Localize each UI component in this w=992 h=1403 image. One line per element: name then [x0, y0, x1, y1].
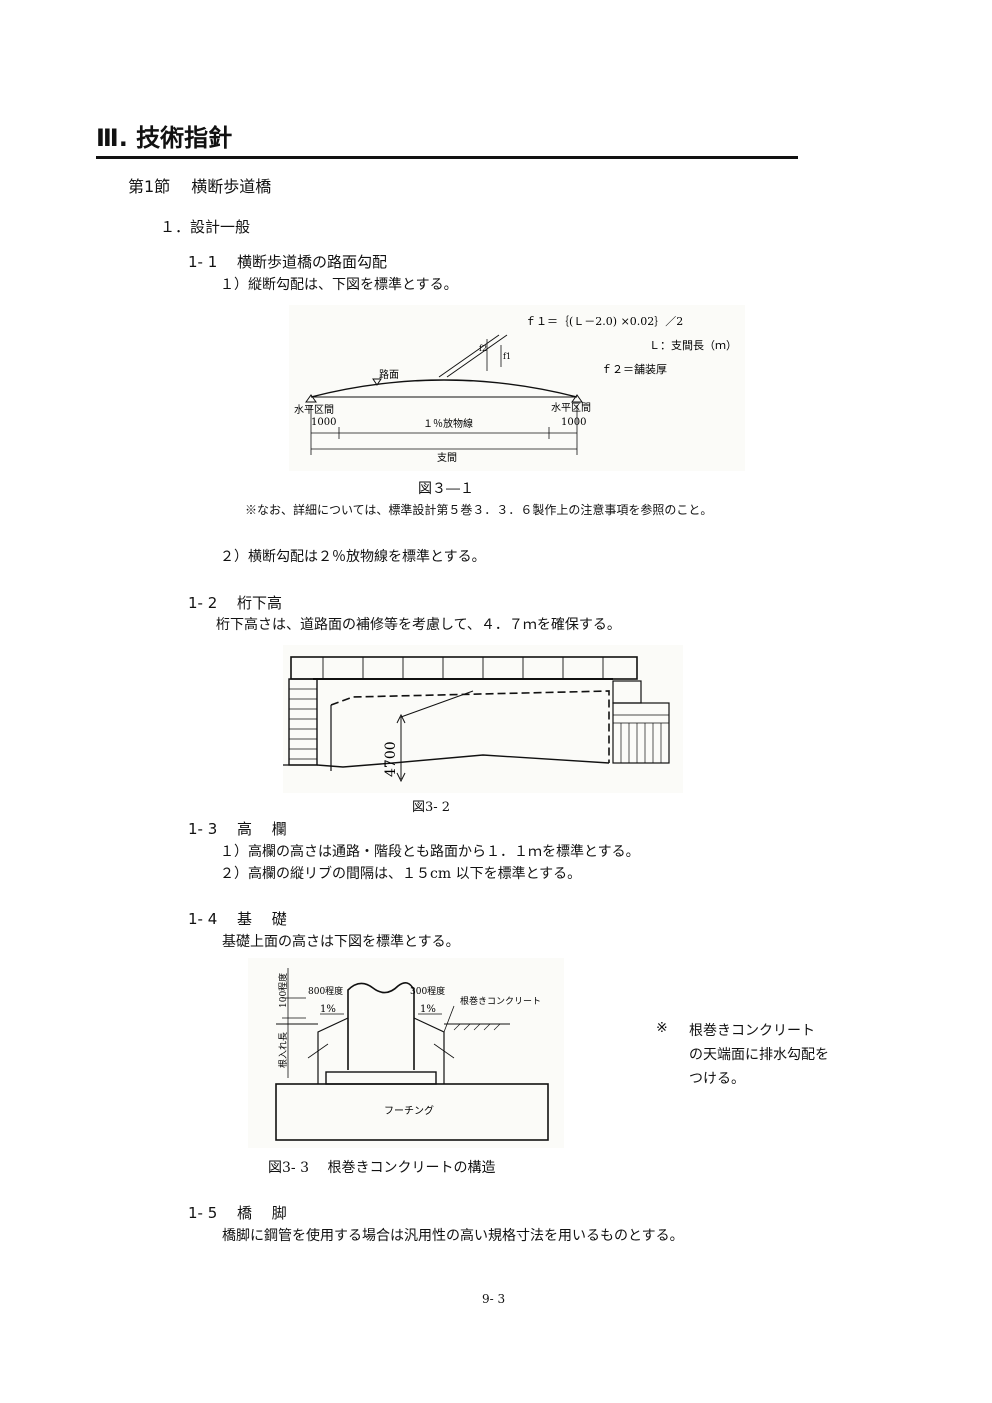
text-1-4: 基礎上面の高さは下図を標準とする。	[222, 934, 460, 950]
note-line-1: 根巻きコンクリート	[689, 1023, 815, 1039]
figure-3-1-drawing: 路面 水平区間 水平区間 1000 1000 １％放物線 支間 f2 f1 ｆ１…	[294, 315, 737, 464]
slope-left: 1%	[320, 1004, 336, 1015]
heading-1-5: 1- 5 橋 脚	[188, 1204, 287, 1222]
note-mark: ※	[656, 1020, 668, 1036]
subsection-heading: １．設計一般	[160, 218, 251, 236]
left-dim-label: 1000	[311, 417, 336, 428]
text-1-2: 桁下高さは、道路面の補修等を考慮して、４．７ｍを確保する。	[216, 617, 621, 633]
heading-1-4: 1- 4 基 礎	[188, 910, 287, 928]
text-1-1-item2: ２）横断勾配は２％放物線を標準とする。	[220, 549, 486, 565]
left-level-label: 水平区間	[294, 404, 334, 416]
f2-mark: f2	[479, 344, 487, 353]
right-level-label: 水平区間	[551, 402, 591, 414]
L-definition: Ｌ：支間長（ｍ）	[649, 339, 737, 352]
parabola-label: １％放物線	[423, 417, 473, 430]
note-line-2: の天端面に排水勾配を	[689, 1047, 829, 1063]
figure-3-3: 100程度 800程度 300程度 1% 1% 根巻きコンクリート 根入れ長 フ…	[248, 958, 564, 1148]
f2-definition: ｆ２＝舗装厚	[601, 362, 667, 376]
formula-text: ｆ１＝｛(Ｌ－2.0) ×0.02｝／2	[525, 315, 683, 328]
slope-right: 1%	[420, 1004, 436, 1015]
text-1-5: 橋脚に鋼管を使用する場合は汎用性の高い規格寸法を用いるものとする。	[222, 1228, 684, 1244]
figure-3-3-drawing: 100程度 800程度 300程度 1% 1% 根巻きコンクリート 根入れ長 フ…	[275, 968, 549, 1141]
caption-3-3: 図3- 3 根巻きコンクリートの構造	[268, 1160, 496, 1176]
label-800-right: 300程度	[410, 985, 445, 997]
figure-3-1: 路面 水平区間 水平区間 1000 1000 １％放物線 支間 f2 f1 ｆ１…	[289, 305, 745, 471]
clearance-dimension: 4700	[383, 741, 399, 777]
concrete-label: 根巻きコンクリート	[460, 995, 541, 1007]
caption-3-1: 図３―１	[418, 481, 474, 497]
note-line-3: つける。	[689, 1071, 745, 1087]
heading-1-2: 1- 2 桁下高	[188, 594, 283, 612]
title-rule	[96, 156, 798, 159]
f1-mark: f1	[503, 352, 511, 361]
road-label: 路面	[379, 368, 399, 381]
label-100: 100程度	[277, 973, 289, 1008]
text-1-3-item2: ２）高欄の縦リブの間隔は、１５cm 以下を標準とする。	[220, 866, 582, 882]
heading-1-3: 1- 3 高 欄	[188, 820, 287, 838]
section-heading: 第1節 横断歩道橋	[128, 177, 272, 196]
figure-3-2-drawing: 4700	[283, 656, 670, 783]
span-label: 支間	[437, 452, 457, 464]
footing-label: フーチング	[384, 1104, 434, 1117]
embed-length-label: 根入れ長	[277, 1032, 289, 1068]
note-3-1: ※なお、詳細については、標準設計第５巻３．３．６製作上の注意事項を参照のこと。	[245, 503, 713, 517]
text-1-1-item1: １）縦断勾配は、下図を標準とする。	[220, 277, 458, 293]
heading-1-1: 1- 1 横断歩道橋の路面勾配	[188, 253, 388, 271]
page-title: Ⅲ. 技術指針	[96, 124, 233, 152]
right-dim-label: 1000	[561, 417, 586, 428]
figure-3-2: 4700	[283, 645, 683, 793]
page-number: 9- 3	[482, 1292, 506, 1306]
caption-3-2: 図3- 2	[412, 800, 451, 815]
label-800-left: 800程度	[308, 985, 343, 997]
text-1-3-item1: １）高欄の高さは通路・階段とも路面から１．１ｍを標準とする。	[220, 844, 640, 860]
